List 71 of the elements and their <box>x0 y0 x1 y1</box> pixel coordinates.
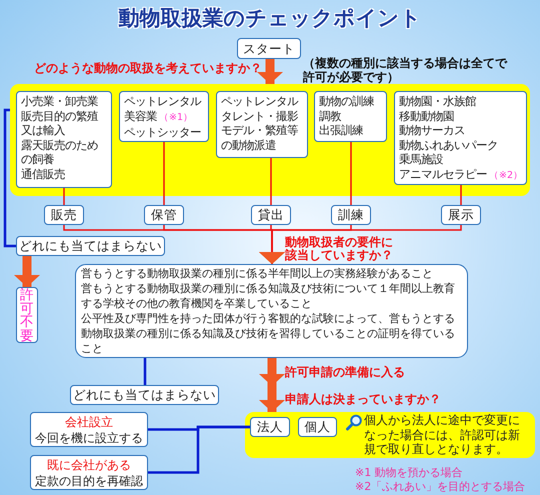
function-box: 訓練 <box>331 205 371 225</box>
requirement-box <box>75 264 468 358</box>
function-box: 貸出 <box>251 205 291 225</box>
item-text: 販売目的の繁殖 <box>21 108 98 123</box>
title: 動物取扱業のチェックポイント <box>118 5 422 32</box>
item-text: 出張訓練 <box>319 123 363 138</box>
function-box: 販売 <box>44 205 84 225</box>
connector-line <box>4 108 16 248</box>
company-box <box>30 412 148 447</box>
category-box <box>216 91 308 158</box>
start-box: スタート <box>237 38 301 59</box>
footnote-text: ※2「ふれあい」を目的とする場合 <box>355 480 526 494</box>
result-box: 許可不要 <box>16 287 38 343</box>
connector-line <box>148 426 250 474</box>
item-text: 移動動物園 <box>399 108 454 123</box>
note-text: 個人から法人に途中で変更になった場合には、許認可は新規で取り直しとなります。 <box>364 413 521 456</box>
connector-line <box>163 142 165 205</box>
category-band <box>10 84 530 196</box>
option-box: どれにも当てはまらない <box>16 236 165 256</box>
category-box <box>119 91 209 142</box>
applicant-box: 個人 <box>298 417 337 437</box>
footnote-mark: （※1） <box>159 112 194 123</box>
note-text: （複数の種別に該当する場合は全てで許可が必要です） <box>303 57 508 84</box>
company-text: 定款の目的を再確認 <box>34 473 144 489</box>
edge-label: 動物取扱者の要件に該当していますか？ <box>285 236 394 262</box>
item-text: 通信販売 <box>21 166 65 181</box>
connector-line <box>144 358 146 385</box>
requirement-text: 営もうとする動物取扱業の種別に係る半年間以上の実務経験があること <box>81 266 434 281</box>
edge-label: 許可申請の準備に入る <box>285 366 406 379</box>
requirement-text: 営もうとする動物取扱業の種別に係る知識及び技術について１年間以上教育する学校その他の教育機関を卒業していること <box>81 281 456 311</box>
item-text: ペットレンタル <box>124 94 201 108</box>
function-box: 保管 <box>144 205 184 225</box>
item-text: モデル・繁殖等の動物派遣 <box>221 123 298 152</box>
requirement-text: 公平性及び専門性を持った団体が行う客観的な試験によって、営もうとする動物取扱業の種別に係る知識及び技術を習得していることの証明を得ていること <box>81 311 456 356</box>
applicant-band <box>245 412 535 458</box>
category-box <box>394 91 527 185</box>
item-text: タレント・撮影 <box>221 108 298 123</box>
item-text: 動物の訓練 <box>319 94 374 108</box>
category-box <box>16 91 112 188</box>
footnote-mark: （※2） <box>489 170 524 181</box>
item-text: ペットレンタル <box>221 94 298 108</box>
option-box: どれにも当てはまらない <box>70 385 219 405</box>
item-text: 動物園・水族館 <box>399 94 476 108</box>
item-text: 小売業・卸売業 <box>21 94 98 108</box>
company-heading: 既に会社がある <box>46 457 132 473</box>
item-text: ペットシッター <box>124 125 201 140</box>
arrow <box>257 59 283 84</box>
connector-line <box>350 142 352 205</box>
connector-line <box>270 158 272 205</box>
category-box <box>314 91 387 142</box>
question-text: 申請人は決まっていますか？ <box>285 393 442 406</box>
item-text: 乗馬施設 <box>399 152 443 166</box>
item-text: 調教 <box>319 108 341 123</box>
arrow <box>259 225 462 264</box>
company-box <box>30 455 148 490</box>
function-box: 展示 <box>441 205 481 225</box>
item-text: 美容業 <box>124 108 157 123</box>
item-text: アニマルセラピー <box>399 166 487 181</box>
applicant-box: 法人 <box>250 417 290 437</box>
item-text: 又は輸入 <box>21 123 65 138</box>
connector-line <box>460 185 462 205</box>
item-text: 動物ふれあいパーク <box>399 138 498 152</box>
item-text: 動物サーカス <box>399 123 465 138</box>
item-text: 露天販売のための飼養 <box>21 138 98 166</box>
company-heading: 会社設立 <box>64 414 114 430</box>
footnote-text: ※1 動物を預かる場合 <box>355 466 464 480</box>
company-text: 今回を機に設立する <box>34 430 144 446</box>
arrow <box>259 358 285 412</box>
arrow <box>14 256 40 287</box>
edge-label: どのような動物の取扱を考えていますか？ <box>34 62 263 75</box>
connector-line <box>63 188 65 205</box>
